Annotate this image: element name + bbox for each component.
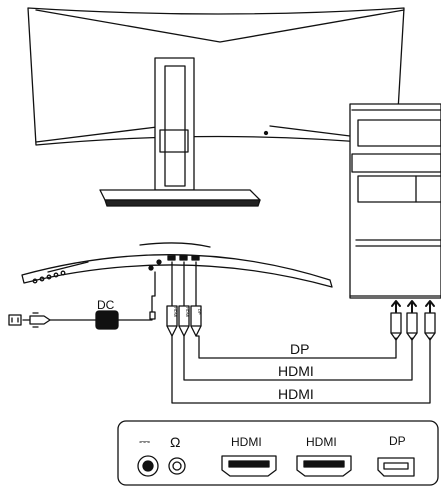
dc-port-symbol: ⎓ bbox=[139, 433, 150, 449]
dp-port-label: DP bbox=[389, 434, 406, 448]
dc-cable-label: DC bbox=[97, 298, 115, 312]
hdmi-cable-label-1: HDMI bbox=[278, 363, 314, 379]
pc-tower bbox=[349, 103, 441, 299]
power-cable bbox=[8, 271, 156, 330]
plug-label-hdmi-1: HDMI bbox=[173, 307, 178, 317]
plug-label-hdmi-2: HDMI bbox=[185, 307, 190, 317]
hdmi-port-label-2: HDMI bbox=[306, 435, 337, 449]
video-cables bbox=[166, 261, 436, 404]
monitor-front bbox=[27, 7, 405, 207]
headphone-icon: Ω bbox=[170, 434, 180, 450]
hdmi-port-label-1: HDMI bbox=[231, 435, 262, 449]
plug-label-dp: DP bbox=[197, 309, 202, 315]
port-panel bbox=[117, 420, 439, 486]
dp-cable-label: DP bbox=[290, 341, 309, 357]
hdmi-cable-label-2: HDMI bbox=[278, 386, 314, 402]
monitor-bottom-view bbox=[21, 242, 333, 288]
